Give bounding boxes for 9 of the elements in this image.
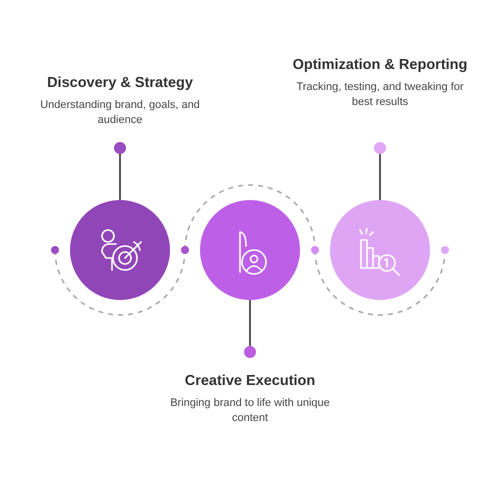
step-heading: Discovery & Strategy bbox=[47, 74, 193, 92]
connector-line bbox=[114, 142, 126, 200]
step-description: Understanding brand, goals, and audience bbox=[39, 98, 201, 128]
connector-line bbox=[244, 300, 256, 358]
step-heading: Optimization & Reporting bbox=[292, 56, 468, 74]
step-description: Tracking, testing, and tweaking for best results bbox=[295, 80, 465, 110]
step-heading: Creative Execution bbox=[184, 372, 316, 390]
step-description: Bringing brand to life with unique content bbox=[169, 396, 331, 426]
connector-line bbox=[374, 142, 386, 200]
